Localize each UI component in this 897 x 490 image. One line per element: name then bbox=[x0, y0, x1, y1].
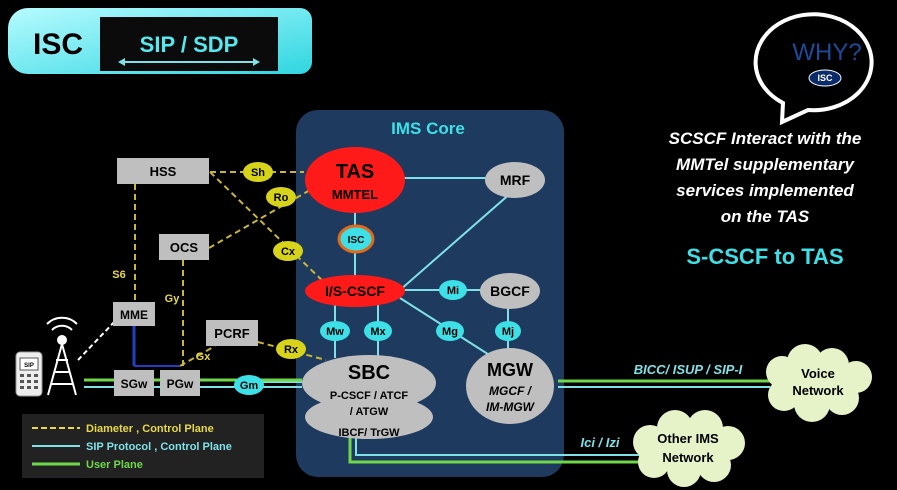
tas-subtitle: MMTEL bbox=[332, 187, 378, 202]
protocol-label: SIP / SDP bbox=[140, 32, 239, 57]
description-line-2: MMTel supplementary bbox=[676, 155, 855, 174]
svg-text:Rx: Rx bbox=[284, 344, 299, 356]
voice-network-cloud: Voice Network bbox=[766, 344, 872, 422]
cell-tower-icon bbox=[46, 316, 78, 396]
mgw-line-1: MGCF / bbox=[489, 384, 533, 398]
voice-network-line-1: Voice bbox=[801, 366, 835, 381]
rx-interface: Rx bbox=[276, 339, 306, 359]
s6-label: S6 bbox=[112, 269, 125, 281]
other-ims-line-2: Network bbox=[662, 450, 714, 465]
sbc-title: SBC bbox=[348, 362, 390, 384]
svg-text:Mi: Mi bbox=[447, 285, 459, 297]
ici-izi-label: Ici / Izi bbox=[580, 435, 619, 450]
other-ims-line-1: Other IMS bbox=[657, 431, 719, 446]
svg-text:ISC: ISC bbox=[348, 235, 365, 246]
mrf-node: MRF bbox=[485, 162, 545, 198]
why-tag: ISC bbox=[817, 73, 833, 83]
svg-text:Ro: Ro bbox=[274, 192, 289, 204]
legend-item-user-plane: User Plane bbox=[86, 459, 143, 471]
cx-interface: Cx bbox=[273, 241, 303, 261]
svg-text:Gm: Gm bbox=[240, 380, 259, 392]
svg-text:Cx: Cx bbox=[281, 246, 296, 258]
mw-interface: Mw bbox=[320, 321, 350, 341]
ocs-node: OCS bbox=[159, 234, 209, 260]
description-highlight: S-CSCF to TAS bbox=[686, 244, 843, 269]
svg-text:Mj: Mj bbox=[502, 326, 514, 338]
isc-header: ISC SIP / SDP bbox=[8, 8, 312, 74]
svg-text:Mw: Mw bbox=[326, 326, 344, 338]
description-line-4: on the TAS bbox=[721, 207, 810, 226]
legend-item-sip: SIP Protocol , Control Plane bbox=[86, 441, 232, 453]
pcrf-label: PCRF bbox=[214, 326, 249, 341]
mobile-phone-icon: SIP bbox=[15, 351, 43, 397]
ro-interface: Ro bbox=[266, 187, 296, 207]
mrf-label: MRF bbox=[500, 172, 531, 188]
sgw-label: SGw bbox=[121, 377, 148, 391]
mgw-title: MGW bbox=[487, 360, 533, 380]
gm-interface: Gm bbox=[234, 375, 264, 395]
mme-label: MME bbox=[120, 308, 148, 322]
pgw-node: PGw bbox=[160, 370, 200, 396]
sgw-node: SGw bbox=[114, 370, 154, 396]
hss-label: HSS bbox=[150, 164, 177, 179]
gx-label: Gx bbox=[196, 351, 212, 363]
isc-interface: ISC bbox=[337, 224, 375, 254]
iscscf-label: I/S-CSCF bbox=[325, 283, 385, 299]
svg-text:Sh: Sh bbox=[251, 167, 265, 179]
sbc-node: SBC P-CSCF / ATCF / ATGW IBCF/ TrGW bbox=[302, 355, 436, 439]
iscscf-node: I/S-CSCF bbox=[305, 275, 405, 307]
isc-header-label: ISC bbox=[33, 28, 83, 61]
double-arrow-icon bbox=[118, 58, 260, 66]
mi-interface: Mi bbox=[439, 280, 467, 300]
hss-node: HSS bbox=[117, 158, 209, 184]
sbc-line-1: P-CSCF / ATCF bbox=[330, 390, 408, 402]
sbc-line-2: / ATGW bbox=[350, 406, 389, 418]
tas-title: TAS bbox=[336, 161, 375, 183]
mgw-line-2: IM-MGW bbox=[486, 400, 536, 414]
svg-text:Mx: Mx bbox=[370, 326, 386, 338]
why-speech-bubble: WHY? ISC bbox=[753, 12, 874, 126]
gy-label: Gy bbox=[165, 293, 181, 305]
ims-core-title: IMS Core bbox=[391, 119, 465, 138]
description-line-1: SCSCF Interact with the bbox=[669, 129, 862, 148]
legend: Diameter , Control Plane SIP Protocol , … bbox=[22, 414, 264, 478]
description-line-3: services implemented bbox=[676, 181, 854, 200]
other-ims-network-cloud: Other IMS Network bbox=[633, 410, 745, 487]
pgw-label: PGw bbox=[167, 377, 194, 391]
why-question: WHY? bbox=[792, 39, 861, 66]
tas-node: TAS MMTEL bbox=[305, 147, 405, 213]
svg-text:Mg: Mg bbox=[442, 326, 458, 338]
mme-node: MME bbox=[113, 302, 155, 326]
mg-interface: Mg bbox=[436, 321, 464, 341]
voice-network-line-2: Network bbox=[792, 383, 844, 398]
legend-item-diameter: Diameter , Control Plane bbox=[86, 423, 214, 435]
mgw-node: MGW MGCF / IM-MGW bbox=[466, 348, 554, 424]
mj-interface: Mj bbox=[495, 321, 521, 341]
ocs-label: OCS bbox=[170, 240, 199, 255]
sbc-line-3: IBCF/ TrGW bbox=[338, 427, 400, 439]
ue-mme-link bbox=[77, 317, 119, 361]
description-text: SCSCF Interact with the MMTel supplement… bbox=[669, 129, 862, 226]
phone-sip-label: SIP bbox=[24, 363, 34, 369]
bgcf-node: BGCF bbox=[480, 273, 540, 309]
bicc-isup-label: BICC/ ISUP / SIP-I bbox=[634, 362, 743, 377]
mx-interface: Mx bbox=[364, 321, 392, 341]
bgcf-label: BGCF bbox=[490, 283, 530, 299]
sh-interface: Sh bbox=[243, 162, 273, 182]
pcrf-node: PCRF bbox=[206, 320, 258, 346]
